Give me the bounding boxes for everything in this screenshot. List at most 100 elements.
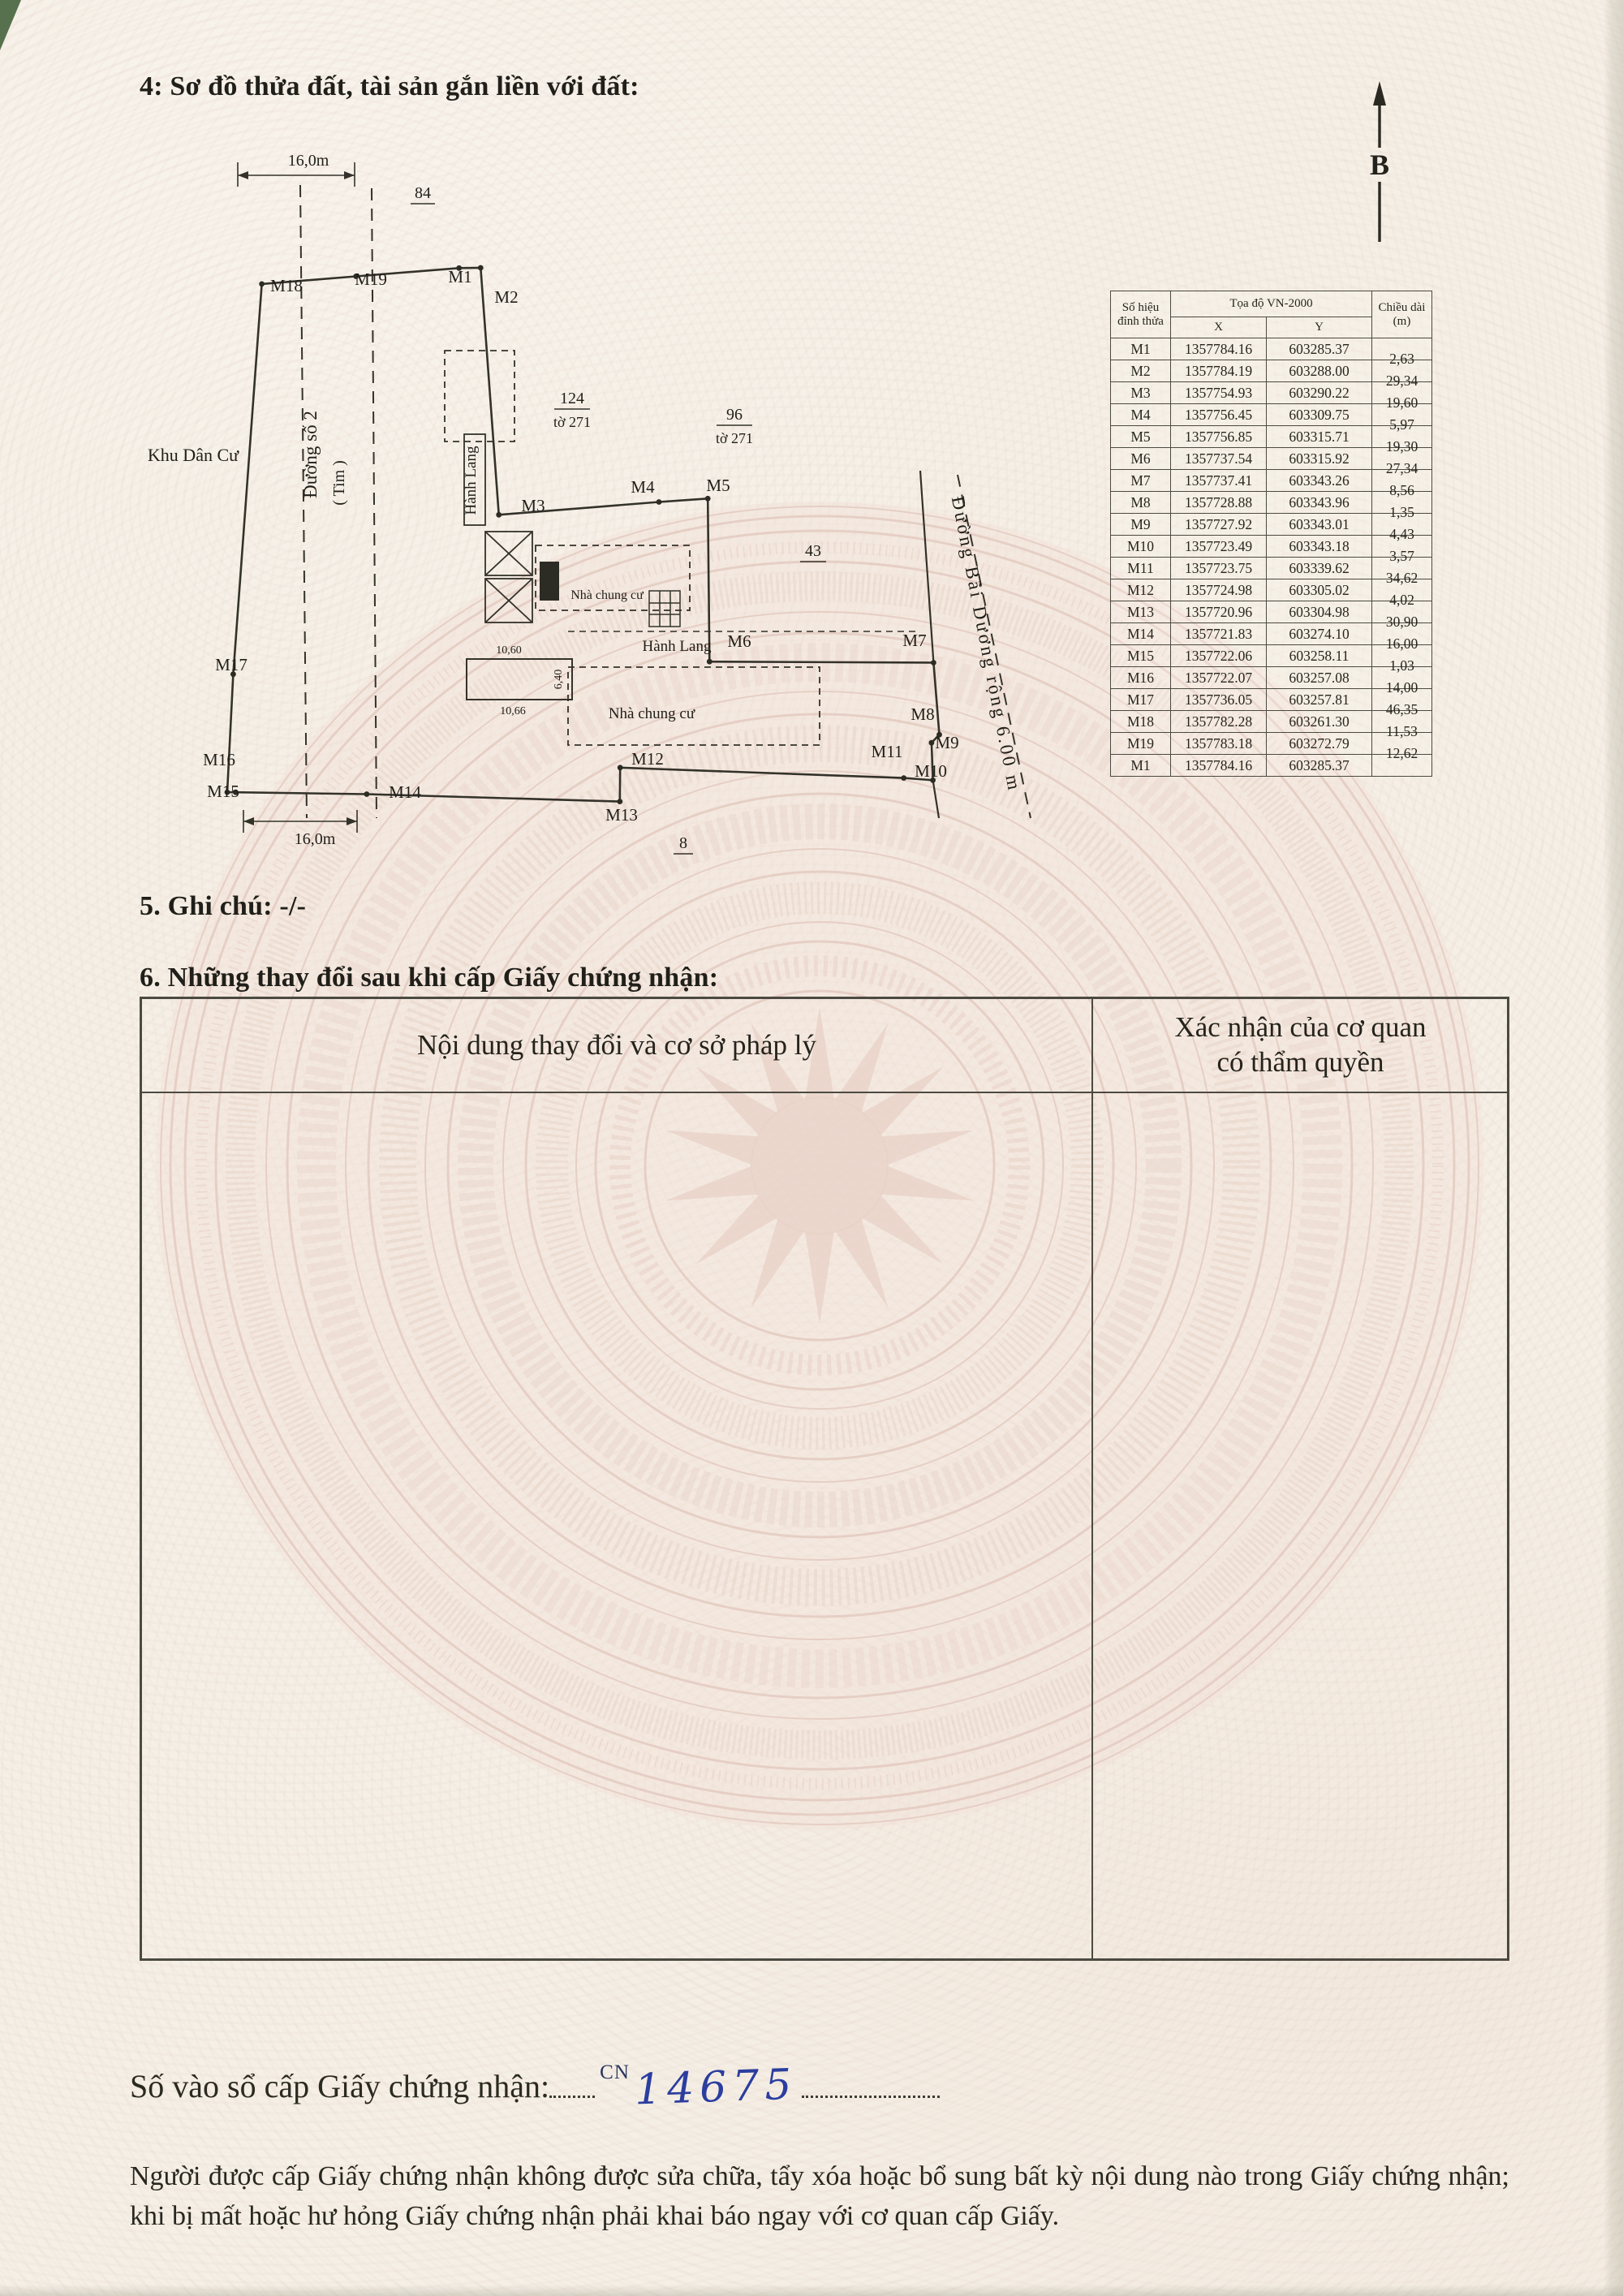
coordinate-row: M8 1357728.88 603343.96 1,35 (1110, 491, 1432, 520)
vertex-label-m9: M9 (935, 733, 958, 752)
north-label: B (1370, 149, 1389, 181)
road-bai-duong-centerline (957, 474, 1031, 819)
parcel-8-label: 8 (679, 834, 687, 852)
coordinate-row: M9 1357727.92 603343.01 4,43 (1110, 513, 1432, 542)
parcel-124-label: 124 (560, 390, 584, 407)
vertex-label-m3: M3 (521, 496, 545, 515)
coord-y-cell: 603257.08 (1266, 666, 1372, 689)
segment-length-cell: 4,02 (1371, 579, 1432, 608)
checkered-block (648, 590, 681, 627)
vertex-id-cell: M3 (1110, 381, 1171, 404)
registry-label: Số vào sổ cấp Giấy chứng nhận: (130, 2068, 550, 2104)
coord-x-cell: 1357736.05 (1170, 688, 1267, 711)
photo-edge-right (1604, 0, 1623, 2296)
coord-y-cell: 603343.18 (1266, 535, 1372, 558)
vertex-id-cell: M17 (1110, 688, 1171, 711)
coord-x-cell: 1357727.92 (1170, 513, 1267, 536)
coord-y-cell: 603290.22 (1266, 381, 1372, 404)
vertex-label-m1: M1 (448, 267, 471, 286)
coord-x-cell: 1357722.07 (1170, 666, 1267, 689)
section4-title: 4: Sơ đồ thửa đất, tài sản gắn liền với … (140, 71, 639, 101)
apartment-2-outline (567, 666, 820, 746)
coord-x-cell: 1357728.88 (1170, 491, 1267, 514)
vertex-id-cell: M11 (1110, 557, 1171, 579)
changes-table: Nội dung thay đổi và cơ sở pháp lý Xác n… (140, 997, 1509, 1961)
coord-y-cell: 603304.98 (1266, 601, 1372, 623)
vertex-label-m15: M15 (207, 782, 239, 801)
north-arrow-head (1373, 81, 1386, 106)
parcel-96-sheet-label: tờ 271 (716, 430, 753, 446)
vertex-label-m6: M6 (727, 631, 751, 651)
hanh-lang-horizontal-label: Hành Lang (643, 638, 712, 655)
coordinate-row: M16 1357722.07 603257.08 14,00 (1110, 666, 1432, 696)
coord-y-cell: 603343.01 (1266, 513, 1372, 536)
coordinate-row: M11 1357723.75 603339.62 34,62 (1110, 557, 1432, 586)
segment-length-cell: 27,34 (1371, 447, 1432, 476)
dimension-16m-top: 16,0m (288, 152, 329, 170)
coord-x-cell: 1357737.41 (1170, 469, 1267, 492)
segment-length-cell: 46,35 (1371, 688, 1432, 717)
vertex-label-m2: M2 (494, 287, 518, 307)
vertex-id-cell: M1 (1110, 754, 1171, 777)
nha-chung-cu-2-label: Nhà chung cư (609, 705, 695, 722)
dim-640-label: 6,40 (553, 670, 565, 690)
coordinate-row: M13 1357720.96 603304.98 30,90 (1110, 601, 1432, 630)
vertex-id-cell: M1 (1110, 338, 1171, 360)
coordinate-row: M3 1357754.93 603290.22 19,60 (1110, 381, 1432, 411)
coord-y-cell: 603343.96 (1266, 491, 1372, 514)
coordinate-row: M2 1357784.19 603288.00 29,34 (1110, 360, 1432, 389)
coord-y-cell: 603309.75 (1266, 403, 1372, 426)
parcel-diagram: M1 M2 M3 M4 M5 M6 M7 M8 M9 M10 M11 M12 M… (148, 152, 1031, 855)
vertex-id-cell: M12 (1110, 579, 1171, 601)
vertex-id-cell: M19 (1110, 732, 1171, 755)
nha-chung-cu-1-label: Nhà chung cư (570, 588, 644, 602)
parcel-43-label: 43 (805, 542, 821, 560)
vertex-label-m16: M16 (203, 750, 235, 769)
segment-length-cell: 4,43 (1371, 513, 1432, 542)
coordinate-row: M18 1357782.28 603261.30 11,53 (1110, 710, 1432, 739)
registry-number-handwritten: 14675 (633, 2060, 799, 2115)
vertex-id-cell: M10 (1110, 535, 1171, 558)
coord-x-cell: 1357783.18 (1170, 732, 1267, 755)
coordinate-row: M1 1357784.16 603285.37 2,63 (1110, 338, 1432, 367)
segment-length-cell: 19,60 (1371, 381, 1432, 411)
coordinate-row: M6 1357737.54 603315.92 27,34 (1110, 447, 1432, 476)
parcel-124-sheet-label: tờ 271 (553, 414, 591, 430)
segment-length-cell: 29,34 (1371, 360, 1432, 389)
solid-block (540, 562, 559, 601)
hanh-lang-vertical-label: Hành Lang (463, 446, 480, 515)
coordinate-row: M19 1357783.18 603272.79 12,62 (1110, 732, 1432, 761)
coord-y-cell: 603305.02 (1266, 579, 1372, 601)
coord-x-cell: 1357723.75 (1170, 557, 1267, 579)
parcel-96-label: 96 (726, 406, 743, 424)
coordinate-row: M12 1357724.98 603305.02 4,02 (1110, 579, 1432, 608)
drum-star (665, 1007, 975, 1324)
coord-header-vn2000: Tọa độ VN-2000 (1170, 291, 1372, 317)
dotted-leader (549, 2096, 596, 2098)
vertex-label-m11: M11 (872, 742, 903, 761)
vertex-label-m18: M18 (270, 276, 303, 295)
vertex-label-m14: M14 (389, 782, 421, 802)
vertex-label-m7: M7 (902, 631, 926, 650)
footer-note: Người được cấp Giấy chứng nhận không đượ… (130, 2161, 1509, 2231)
coord-y-cell: 603258.11 (1266, 644, 1372, 667)
coordinate-table: Số hiệu đỉnh thửa Tọa độ VN-2000 Chiều d… (1110, 291, 1432, 777)
coord-y-cell: 603315.71 (1266, 425, 1372, 448)
coord-y-cell: 603315.92 (1266, 447, 1372, 470)
road-bai-duong-west-edge (919, 470, 935, 663)
coord-x-cell: 1357737.54 (1170, 447, 1267, 470)
segment-length-cell: 1,35 (1371, 491, 1432, 520)
duong-so-2-label: Đường số 2 (300, 411, 321, 498)
coord-y-cell: 603343.26 (1266, 469, 1372, 492)
photo-edge-bottom (0, 2285, 1623, 2296)
road-2-dashed-line-east (371, 187, 377, 819)
segment-length-cell: 8,56 (1371, 469, 1432, 498)
dimension-16m-bottom: 16,0m (295, 830, 336, 848)
coord-header-vertex: Số hiệu đỉnh thửa (1110, 291, 1171, 338)
vertex-id-cell: M4 (1110, 403, 1171, 426)
coordinate-table-body: M1 1357784.16 603285.37 2,63 M2 1357784.… (1110, 338, 1432, 777)
duong-bai-duong-label: Đường Bãi Dương rộng 6.00 m (948, 494, 1025, 793)
coord-x-cell: 1357720.96 (1170, 601, 1267, 623)
coord-y-cell: 603288.00 (1266, 360, 1372, 382)
coord-y-cell: 603285.37 (1266, 338, 1372, 360)
